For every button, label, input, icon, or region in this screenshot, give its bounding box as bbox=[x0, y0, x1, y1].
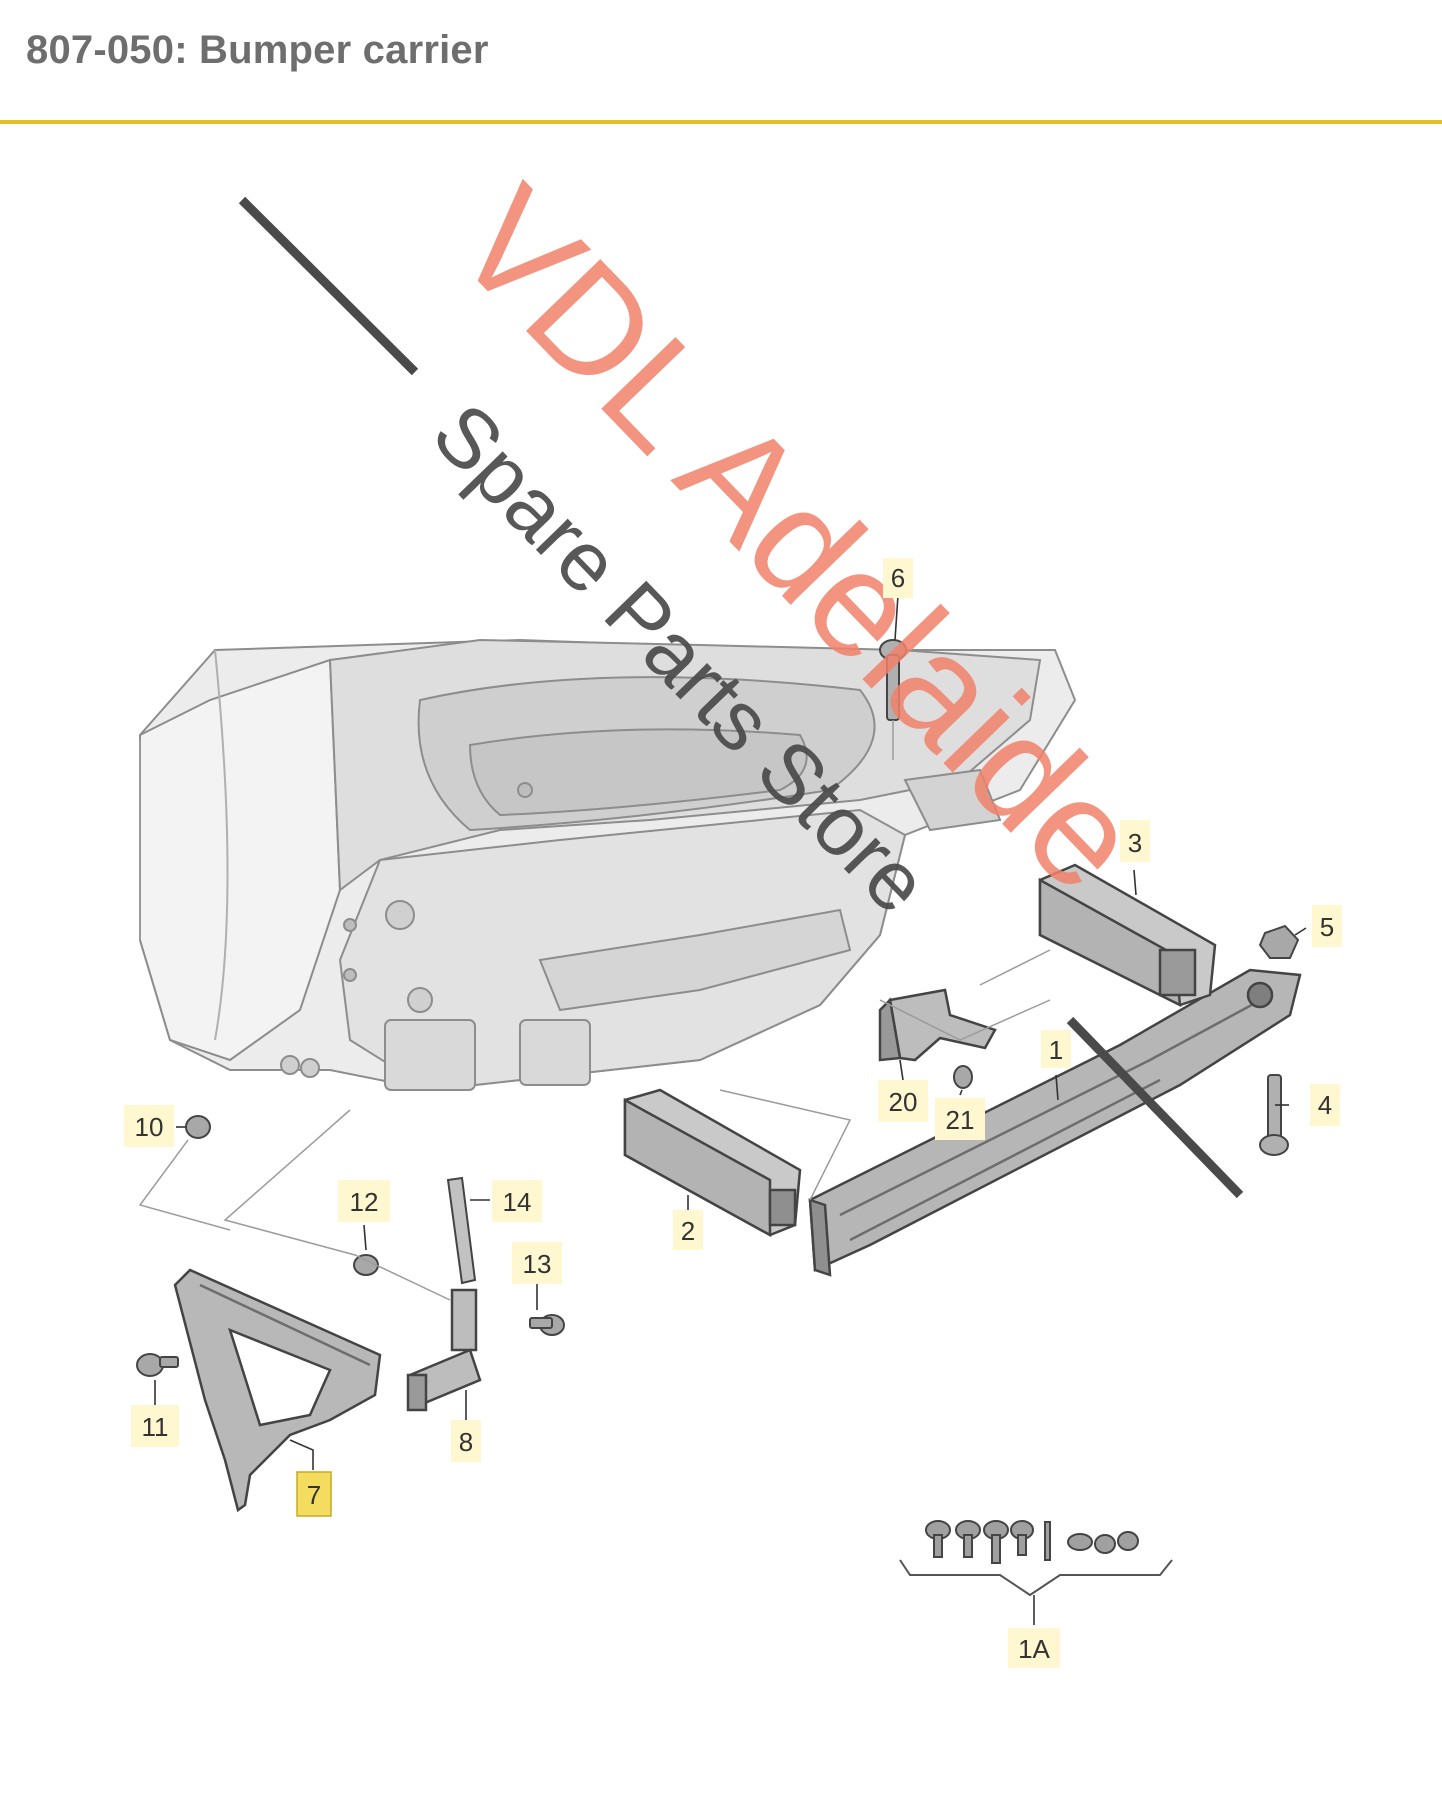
callout-label-13: 13 bbox=[512, 1242, 562, 1284]
part-14-pin bbox=[446, 1176, 477, 1285]
part-4-bolt bbox=[1259, 1074, 1289, 1156]
callout-label-11: 11 bbox=[131, 1405, 179, 1447]
svg-text:20: 20 bbox=[889, 1087, 918, 1117]
part-8-holder bbox=[406, 1288, 482, 1412]
callout-label-8: 8 bbox=[451, 1420, 481, 1462]
svg-text:5: 5 bbox=[1320, 912, 1334, 942]
callout-label-21: 21 bbox=[935, 1098, 985, 1140]
svg-text:4: 4 bbox=[1318, 1090, 1332, 1120]
svg-text:13: 13 bbox=[523, 1249, 552, 1279]
svg-text:11: 11 bbox=[142, 1412, 169, 1442]
callout-label-6: 6 bbox=[883, 558, 913, 598]
part-1-bumper-carrier bbox=[808, 968, 1302, 1277]
callout-label-20: 20 bbox=[878, 1080, 928, 1122]
callout-label-1a: 1A bbox=[1008, 1628, 1060, 1668]
part-5-nut bbox=[1258, 924, 1300, 959]
watermark-line-left bbox=[238, 196, 419, 376]
callout-label-14: 14 bbox=[492, 1180, 542, 1222]
svg-text:8: 8 bbox=[459, 1427, 473, 1457]
watermark-line-right bbox=[1066, 1016, 1244, 1199]
part-6-bolt bbox=[879, 639, 907, 721]
part-1a-fastener-kit bbox=[899, 1520, 1173, 1597]
svg-text:10: 10 bbox=[135, 1112, 164, 1142]
svg-text:1A: 1A bbox=[1018, 1634, 1050, 1664]
parts-diagram: VDL Adelaide Spare Parts Store 1 1A 2 3 bbox=[0, 130, 1442, 1800]
svg-text:1: 1 bbox=[1049, 1035, 1063, 1065]
svg-text:21: 21 bbox=[946, 1105, 975, 1135]
svg-text:7: 7 bbox=[307, 1480, 321, 1510]
part-21-nut bbox=[953, 1065, 973, 1089]
part-20-bracket bbox=[878, 988, 997, 1062]
part-3-crash-box bbox=[1038, 863, 1217, 1008]
assembly-guide-lines bbox=[138, 720, 1051, 1301]
callout-label-1: 1 bbox=[1041, 1030, 1071, 1068]
page-header: 807-050: Bumper carrier bbox=[0, 0, 1442, 124]
callout-label-3: 3 bbox=[1120, 820, 1150, 862]
svg-text:14: 14 bbox=[503, 1187, 532, 1217]
callout-label-2: 2 bbox=[673, 1210, 703, 1250]
svg-text:3: 3 bbox=[1128, 828, 1142, 858]
callout-label-7: 7 bbox=[296, 1471, 332, 1517]
callout-label-5: 5 bbox=[1312, 905, 1342, 947]
part-7-bumper-guide bbox=[173, 1268, 382, 1513]
vehicle-rear-body bbox=[139, 638, 1077, 1092]
svg-text:6: 6 bbox=[891, 563, 905, 593]
callout-label-10: 10 bbox=[124, 1105, 174, 1147]
svg-text:12: 12 bbox=[350, 1187, 379, 1217]
part-2-crash-box bbox=[623, 1088, 802, 1238]
callout-label-12: 12 bbox=[338, 1180, 390, 1222]
callout-leaders bbox=[154, 594, 1307, 1625]
svg-text:2: 2 bbox=[681, 1216, 695, 1246]
callout-label-4: 4 bbox=[1310, 1084, 1340, 1126]
small-fasteners bbox=[136, 1115, 565, 1377]
page-title: 807-050: Bumper carrier bbox=[26, 28, 489, 72]
